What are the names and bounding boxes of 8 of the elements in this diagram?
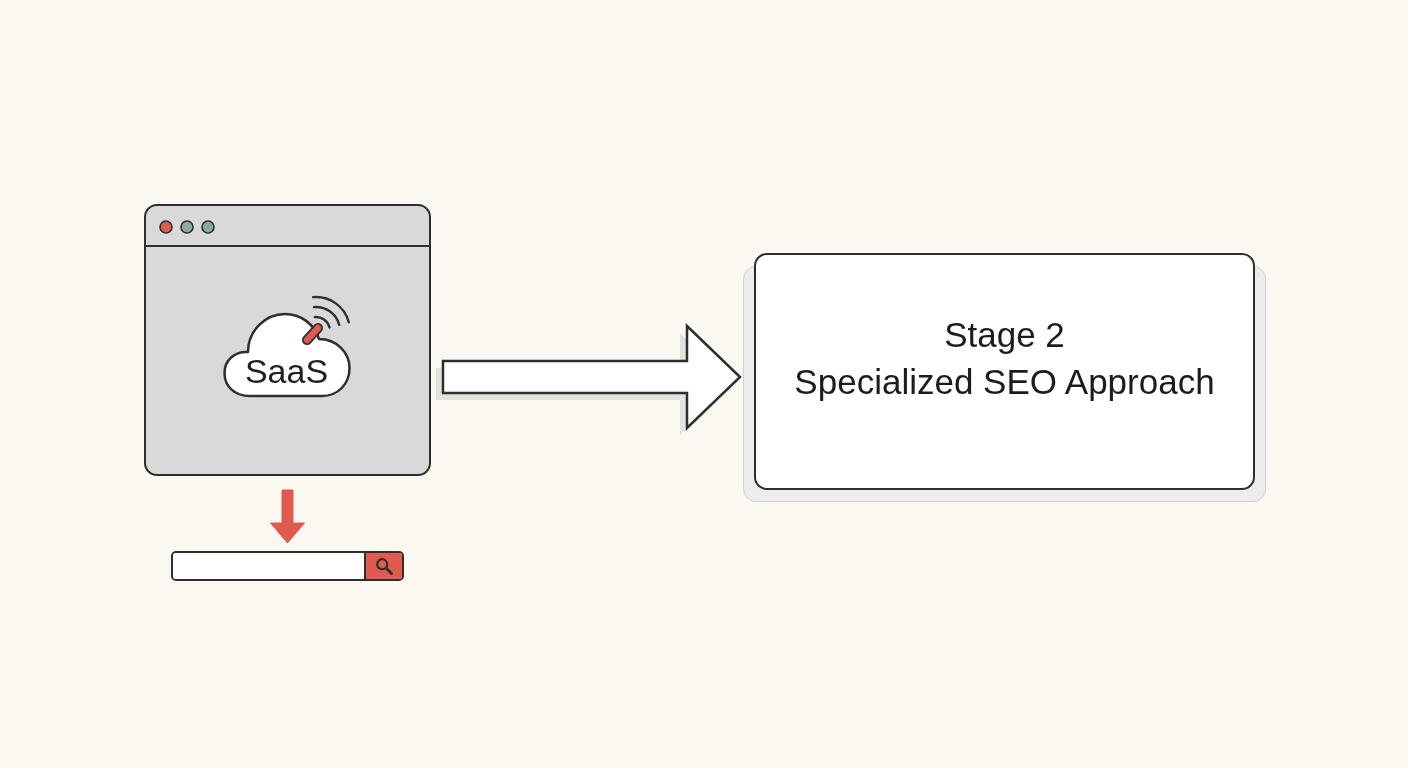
block-arrow bbox=[436, 323, 742, 435]
stage-title: Specialized SEO Approach bbox=[794, 360, 1215, 403]
browser-window bbox=[144, 204, 431, 476]
stage-card bbox=[754, 253, 1255, 490]
stage-number: Stage 2 bbox=[944, 313, 1065, 356]
block-arrow bbox=[270, 489, 305, 544]
search-bar bbox=[171, 551, 404, 581]
cloud-label: SaaS bbox=[244, 353, 329, 388]
